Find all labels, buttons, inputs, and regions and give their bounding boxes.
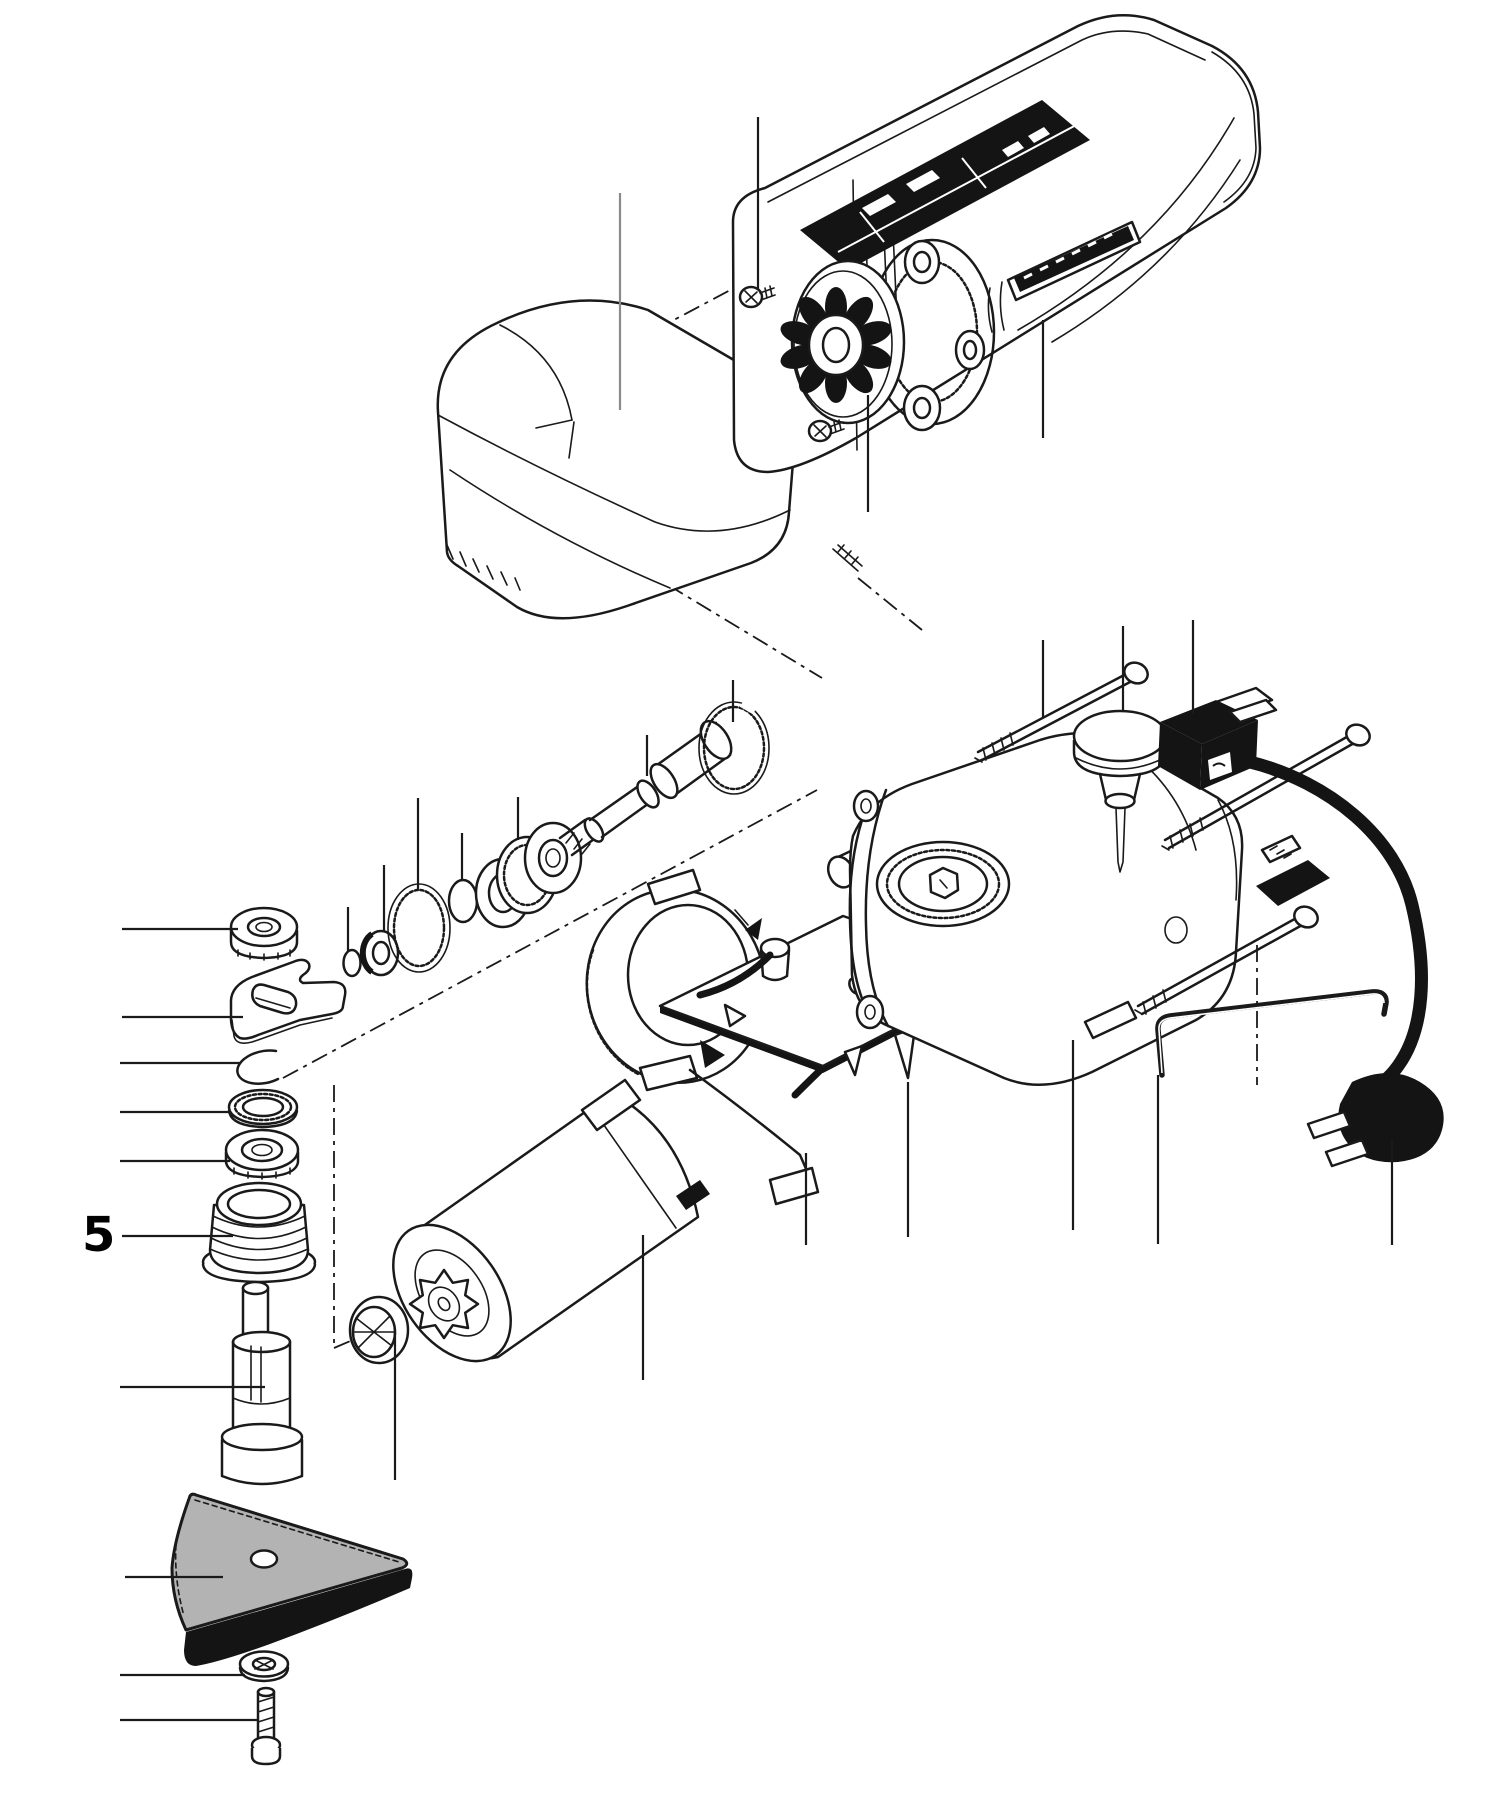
pad-screw bbox=[250, 1686, 282, 1766]
bolt-long-mid bbox=[1161, 723, 1371, 851]
wire-clip bbox=[1155, 989, 1389, 1078]
long-bolt-front bbox=[974, 661, 1149, 763]
callout-5: 5 bbox=[82, 1207, 115, 1263]
main-housing bbox=[731, 14, 1262, 572]
front-screw-lower bbox=[807, 419, 845, 443]
flower-seal bbox=[780, 287, 892, 403]
threaded-collar bbox=[201, 1181, 317, 1284]
housing-slot bbox=[1083, 1000, 1138, 1040]
speed-knob bbox=[1072, 709, 1168, 873]
lower-bearing bbox=[224, 1128, 300, 1180]
o-ring-small bbox=[342, 948, 362, 978]
spindle-lock-boss bbox=[875, 840, 1011, 928]
gear-head-plate bbox=[868, 238, 996, 432]
top-bearing bbox=[229, 906, 299, 961]
fork-lever bbox=[229, 958, 347, 1044]
plug-pin bbox=[1324, 1138, 1370, 1168]
output-spindle bbox=[220, 1280, 304, 1486]
snap-ring-c bbox=[236, 1049, 280, 1085]
brush-cap bbox=[1164, 916, 1188, 944]
housing-strap bbox=[848, 788, 890, 1030]
eccentric-shaft bbox=[558, 719, 733, 857]
power-cord bbox=[1243, 755, 1444, 1168]
power-plug bbox=[1306, 1073, 1444, 1168]
fan-ring bbox=[348, 1295, 410, 1365]
axis-line-6 bbox=[857, 577, 923, 631]
garter-spring-ring bbox=[387, 883, 451, 973]
bolt-long-lower bbox=[1134, 905, 1319, 1016]
plug-pin bbox=[1306, 1110, 1352, 1140]
pad-washer bbox=[238, 1650, 290, 1683]
motor-housing-rear bbox=[848, 732, 1244, 1086]
cord-ferrite bbox=[1256, 834, 1330, 906]
rating-label-icon bbox=[800, 100, 1090, 270]
motor bbox=[392, 1078, 710, 1363]
axis-line-0 bbox=[282, 789, 818, 1079]
ring-seal-small bbox=[447, 878, 479, 924]
bolt-tip-fragment bbox=[832, 544, 863, 572]
sanding-pad bbox=[170, 1492, 413, 1666]
front-screw-upper bbox=[738, 285, 776, 309]
brand-logo bbox=[1006, 220, 1142, 302]
bearing-set bbox=[474, 821, 583, 929]
board-wire bbox=[696, 951, 774, 999]
housing-grip-lines bbox=[987, 281, 1005, 333]
drive-group bbox=[348, 661, 1444, 1365]
shaft-assembly bbox=[342, 697, 770, 978]
leader-lines bbox=[120, 117, 1394, 1722]
power-switch bbox=[1158, 686, 1278, 790]
pinion-gear bbox=[408, 1268, 480, 1340]
seal-ring bbox=[227, 1088, 299, 1129]
spindle-column bbox=[170, 906, 413, 1766]
cover-knurl bbox=[446, 544, 521, 591]
